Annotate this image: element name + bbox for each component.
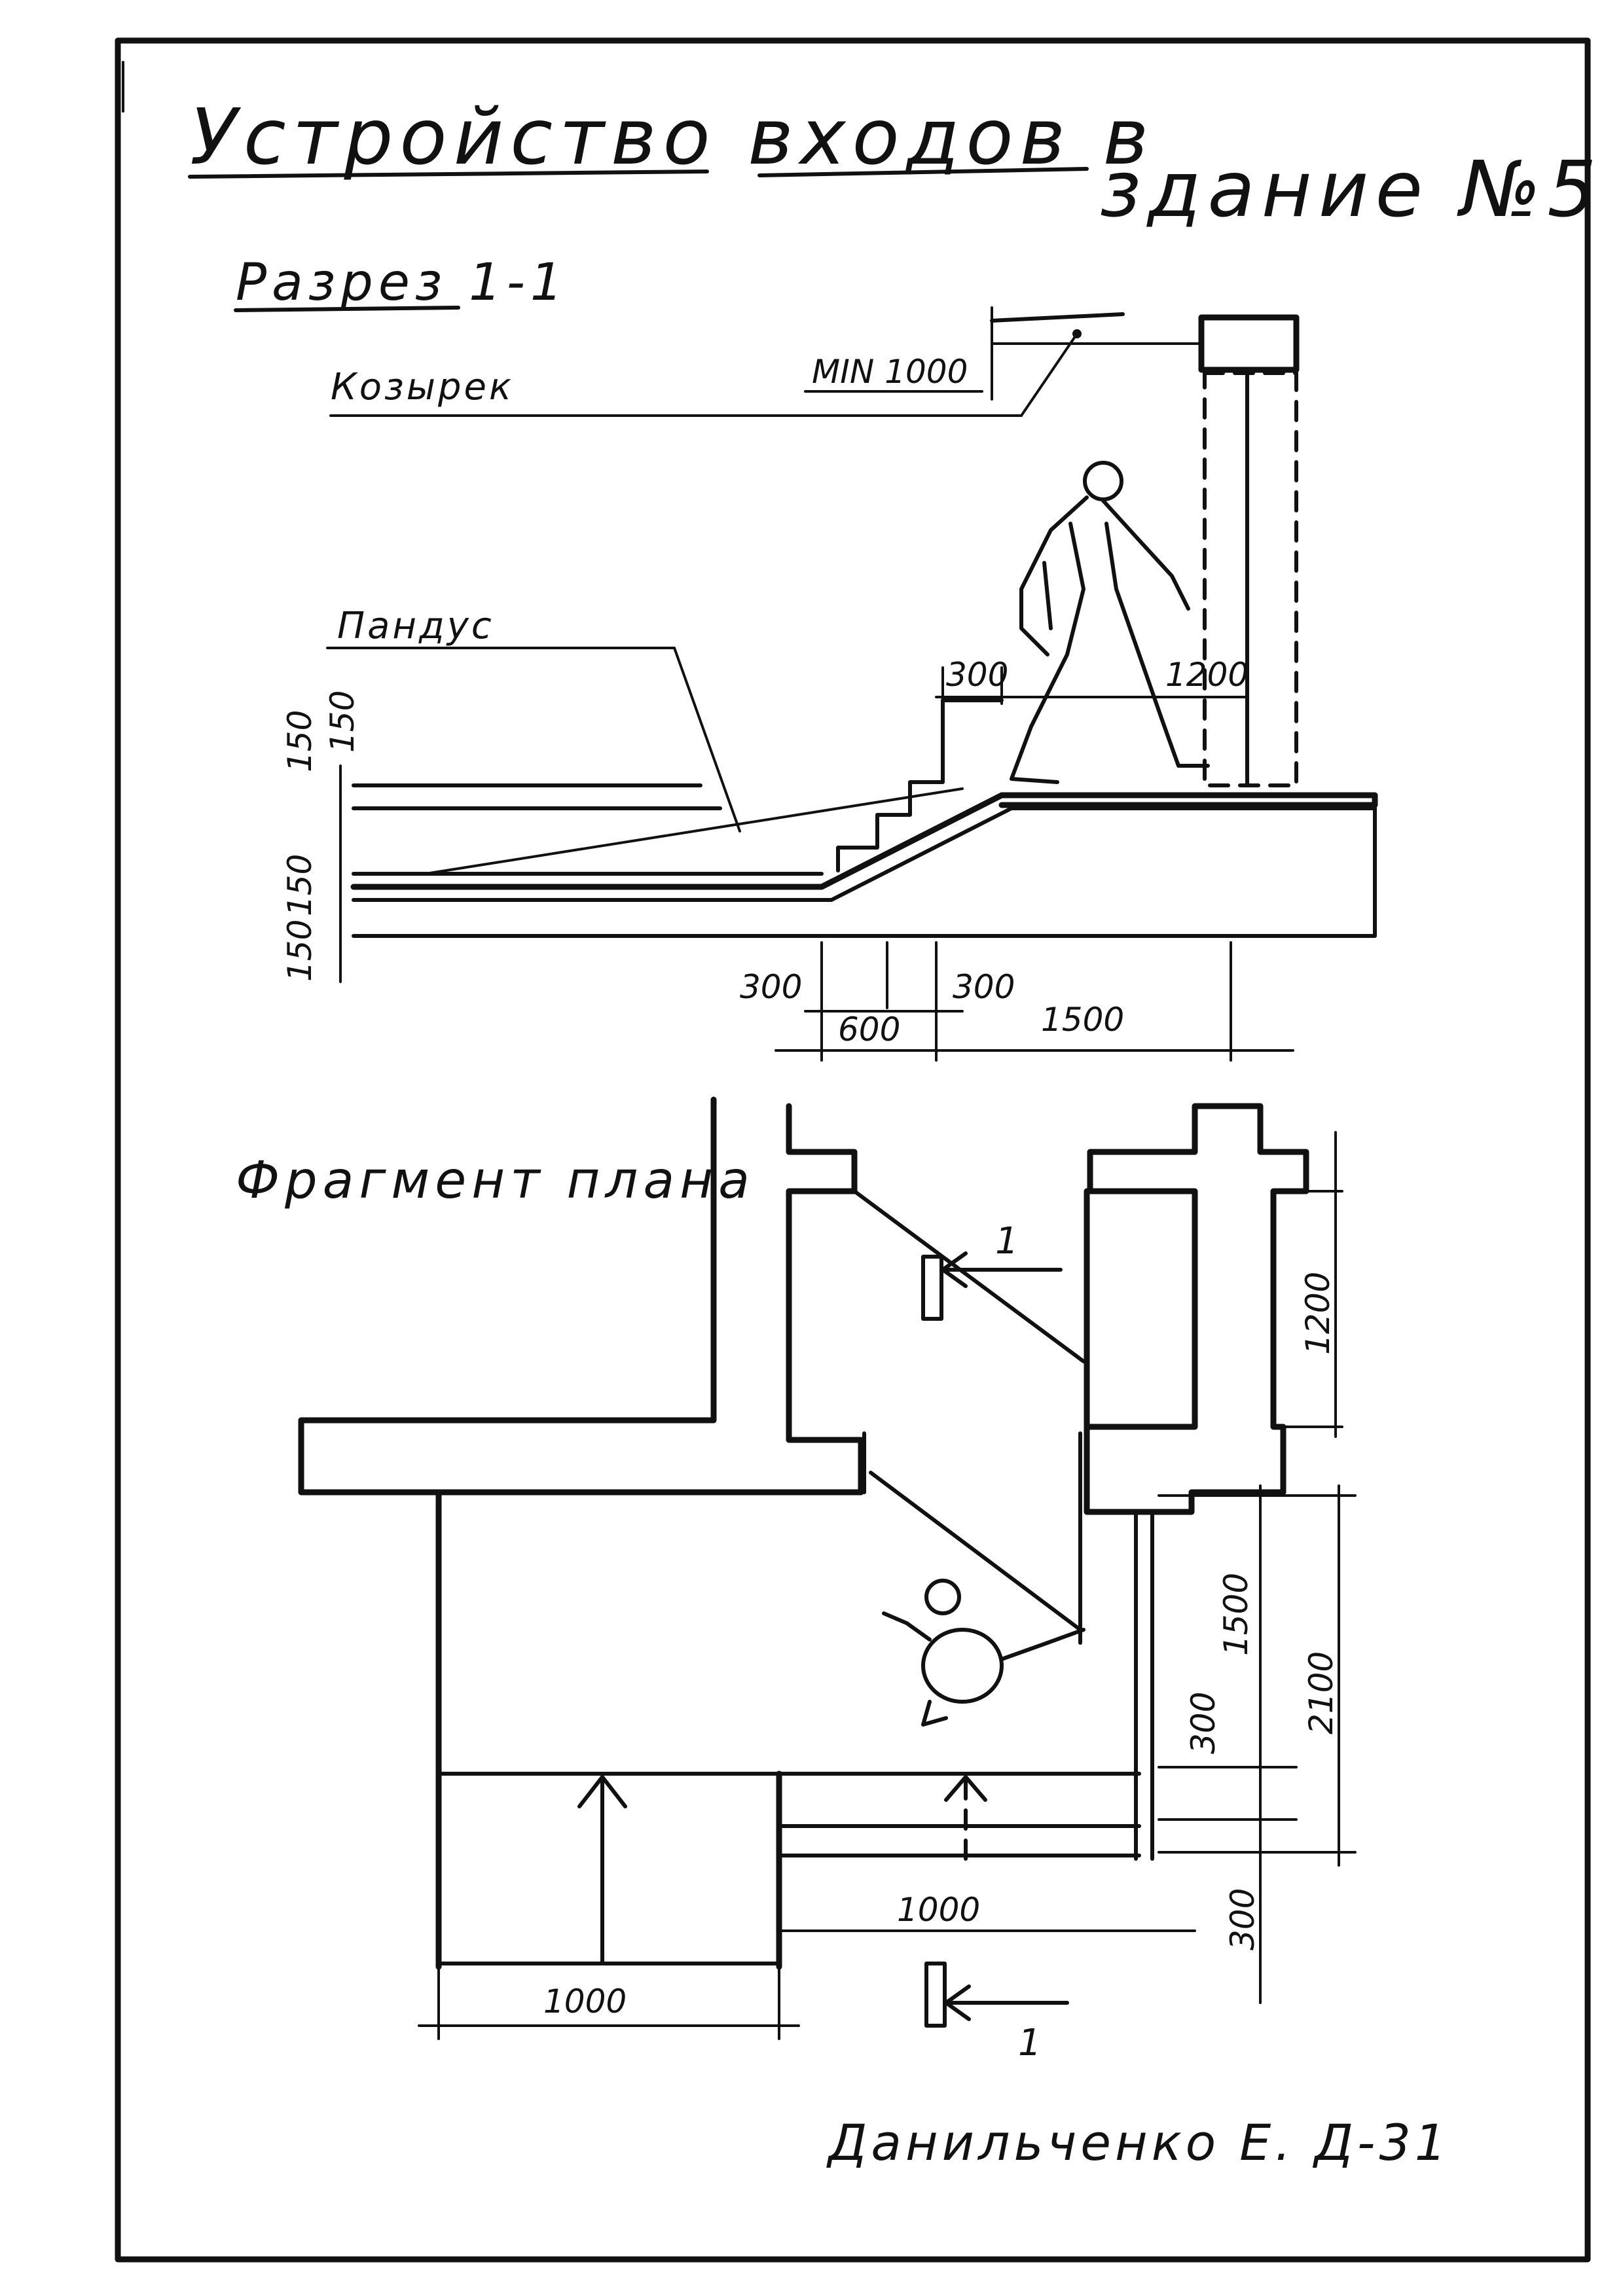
canopy-slab (1198, 314, 1300, 373)
title-underline-2 (757, 167, 1089, 177)
section-mark-top (921, 1255, 943, 1321)
plan-wall-left (298, 1096, 864, 1496)
canopy-label: Козырек (331, 366, 514, 408)
canopy-edge (990, 312, 1125, 323)
section-arrowhead-bottom (944, 1984, 971, 2021)
title-underline-1 (188, 170, 709, 179)
stair-arrowhead (577, 1775, 627, 1808)
dim-600: 600 (838, 1011, 900, 1049)
dim-150-d: 150 (281, 920, 319, 982)
person-figure (1010, 461, 1210, 784)
door-leaf-upper (852, 1189, 1085, 1363)
entrance-platform (998, 792, 1378, 808)
ramp-label: Пандус (337, 605, 494, 647)
plan-dim-1000-bottom: 1000 (543, 1982, 627, 2020)
dim-300-br: 300 (953, 968, 1015, 1006)
stair-profile (836, 698, 945, 872)
ramp-surface (350, 792, 1005, 890)
dim-1200-top: 1200 (1165, 656, 1249, 694)
author-signature: Данильченко Е. Д-31 (826, 2113, 1450, 2172)
column-outline (1203, 371, 1298, 787)
canopy-leader (1020, 332, 1078, 417)
ramp-label-leader-2 (673, 647, 741, 833)
dim-150-c: 150 (281, 854, 319, 916)
plan-dim-2100: 2100 (1302, 1651, 1340, 1734)
dim-150-b: 150 (323, 691, 361, 753)
title-line-2: здание №5 (1100, 144, 1603, 234)
plan-dim-1000-mid: 1000 (897, 1891, 980, 1929)
plan-dim-1200: 1200 (1299, 1272, 1337, 1355)
person-plan-view (882, 1579, 1085, 1727)
plan-wall-right (1084, 1103, 1309, 1515)
section-mark-bottom-label: 1 (1018, 2022, 1044, 2064)
section-arrowhead-top (941, 1251, 968, 1288)
ramp-arrowhead (944, 1775, 987, 1802)
plan-dim-300-a: 300 (1184, 1692, 1222, 1754)
dim-1500-section: 1500 (1041, 1001, 1124, 1039)
door-leaf-lower (869, 1471, 1082, 1632)
plan-heading: Фрагмент плана (236, 1151, 755, 1210)
section-heading-underline (234, 306, 460, 312)
ramp-slope-line (424, 787, 964, 875)
plan-dim-300-b: 300 (1224, 1888, 1262, 1950)
dim-300-top: 300 (946, 656, 1008, 694)
sheet-frame (115, 37, 1591, 2263)
section-mark-bottom (924, 1962, 947, 2028)
ground-slab (352, 806, 1377, 938)
dim-300-bl: 300 (740, 968, 802, 1006)
section-mark-top-label: 1 (995, 1220, 1021, 1263)
plan-dim-1500: 1500 (1217, 1573, 1255, 1656)
ramp-base (352, 806, 1377, 902)
canopy-dim-text: MIN 1000 (812, 353, 968, 391)
dim-150-a: 150 (281, 710, 319, 772)
section-heading: Разрез 1-1 (236, 253, 568, 312)
title-line-1: Устройство входов в (190, 92, 1155, 182)
